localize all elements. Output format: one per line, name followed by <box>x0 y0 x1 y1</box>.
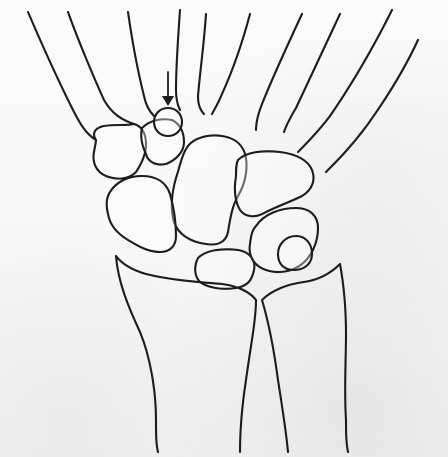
pisiform-bone <box>278 236 312 270</box>
metacarpal-1 <box>28 12 134 140</box>
metacarpal-4 <box>256 14 340 132</box>
scaphoid-bone <box>107 176 176 252</box>
metacarpal-3 <box>198 14 250 114</box>
pointer-arrow <box>162 72 174 106</box>
ulna-bone <box>262 264 348 452</box>
trapezium-bone <box>94 124 147 179</box>
metacarpal-5 <box>298 10 418 172</box>
hamate-bone <box>235 151 314 216</box>
marked-small-bone <box>154 108 182 136</box>
metacarpal-2 <box>128 10 180 116</box>
